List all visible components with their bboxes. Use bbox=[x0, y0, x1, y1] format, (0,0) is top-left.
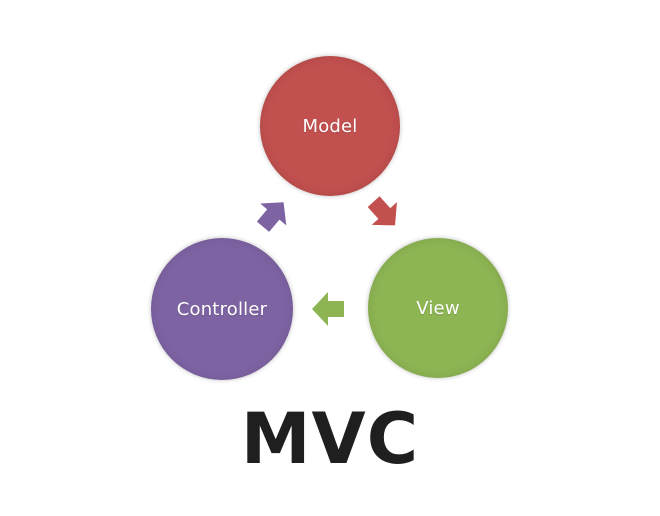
diagram-title: MVC bbox=[240, 398, 420, 480]
controller-circle: Controller bbox=[151, 238, 293, 380]
model-circle: Model bbox=[260, 56, 400, 196]
model-label: Model bbox=[302, 115, 358, 137]
arrow-view-to-controller bbox=[312, 292, 344, 326]
arrow-controller-to-model bbox=[256, 202, 287, 232]
view-label: View bbox=[416, 297, 460, 319]
controller-label: Controller bbox=[176, 298, 268, 320]
view-circle: View bbox=[368, 238, 508, 378]
arrow-model-to-view bbox=[367, 196, 397, 226]
